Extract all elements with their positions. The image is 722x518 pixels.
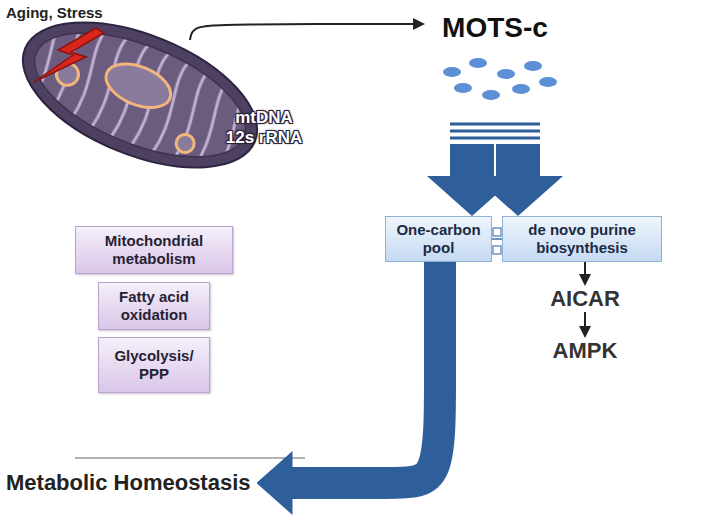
mitochondrion-drawing (3, 0, 278, 197)
pathway-box: de novo purine biosynthesis (502, 216, 662, 262)
flow-arrow (450, 144, 494, 216)
flow-arrow (492, 238, 502, 240)
node-text: Glycolysis/ PPP (105, 347, 203, 383)
peptide-dots (443, 58, 557, 100)
metabolite-label: AMPK (540, 338, 630, 364)
metabolite-label: AICAR (540, 286, 630, 312)
flow-arrow (190, 24, 425, 40)
process-box: Fatty acid oxidation (98, 282, 210, 330)
pathway-box: One-carbon pool (385, 216, 492, 262)
flow-arrow (584, 312, 586, 338)
process-box: Glycolysis/ PPP (98, 337, 210, 393)
node-text: MOTS-c (442, 12, 548, 44)
link-squares (493, 228, 501, 254)
mitochondrion-shape: mtDNA 12s rRNA (25, 40, 315, 170)
node-text: mtDNA 12s rRNA (223, 108, 305, 148)
peptide-label: MOTS-c (425, 8, 565, 144)
node-text: Metabolic Homeostasis (6, 470, 251, 496)
node-text: Mitochondrial metabolism (82, 232, 226, 268)
node-text: One-carbon pool (392, 221, 485, 257)
stress-label: Aging, Stress (6, 4, 103, 22)
flow-arrow (257, 262, 440, 483)
node-text: AMPK (553, 338, 618, 364)
divider-line (75, 457, 305, 459)
outcome-label: Metabolic Homeostasis (6, 470, 257, 496)
motion-lines (450, 124, 540, 138)
flow-arrow (584, 262, 586, 286)
node-text: AICAR (550, 286, 620, 312)
process-box: Mitochondrial metabolism (75, 226, 233, 274)
node-text: de novo purine biosynthesis (509, 221, 655, 257)
lightning-bolt (34, 28, 104, 82)
flow-arrow (496, 144, 540, 216)
node-text: Fatty acid oxidation (105, 288, 203, 324)
